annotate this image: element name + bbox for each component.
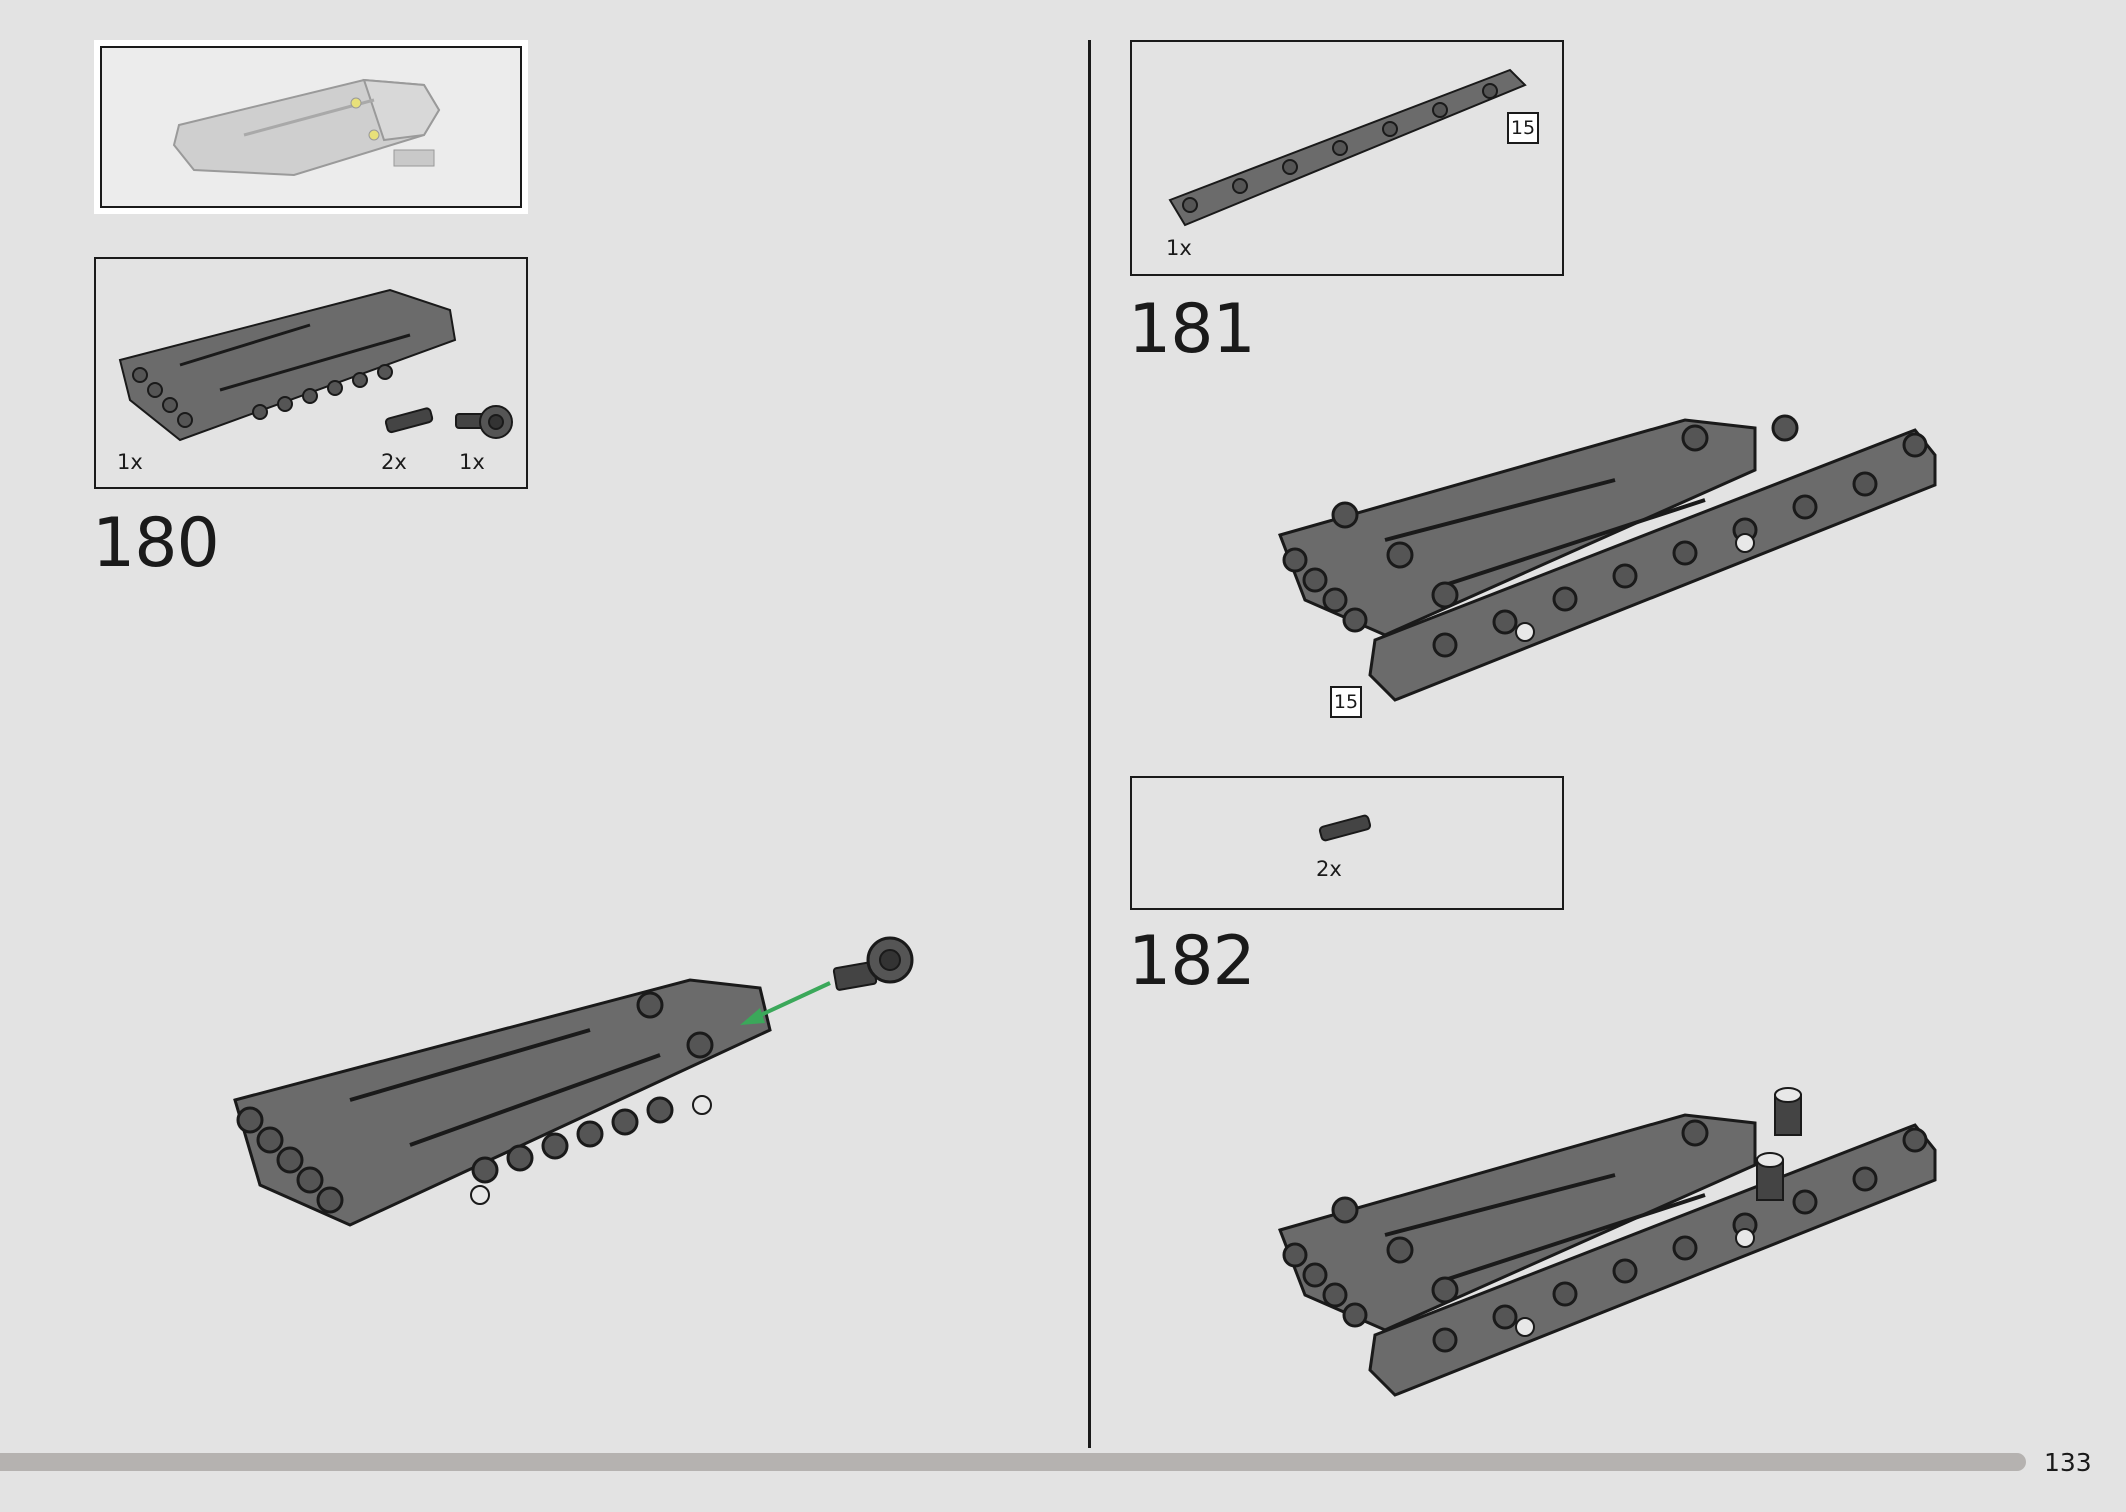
step-180-parts-box — [94, 257, 528, 489]
axle-connector-icon — [455, 405, 513, 439]
step-182-part-1-qty: 2x — [1316, 857, 1342, 881]
panel-part-icon — [118, 288, 457, 442]
overview-preview-frame — [94, 40, 528, 214]
step-181-part-1-qty: 1x — [1166, 236, 1192, 260]
step-180-part-1-qty: 1x — [117, 450, 143, 474]
step-181-parts-box — [1130, 40, 1564, 276]
step-180-part-2-qty: 2x — [381, 450, 407, 474]
step-182-assembly-illustration — [1278, 1087, 1937, 1397]
step-181-number: 181 — [1128, 290, 1256, 369]
beam-15-icon — [1168, 68, 1527, 227]
step-180-number: 180 — [92, 504, 220, 583]
step-180-part-3-qty: 1x — [459, 450, 485, 474]
step-181-length-badge: 15 — [1507, 112, 1539, 144]
page-divider — [1088, 40, 1091, 1448]
step-182-number: 182 — [1128, 922, 1256, 1001]
connector-pin-icon — [384, 407, 434, 434]
step-182-parts-box — [1130, 776, 1564, 910]
step-181-assembly-illustration — [1278, 414, 1937, 702]
step-180-assembly-illustration — [233, 936, 914, 1227]
overview-model-image — [172, 78, 441, 177]
page-number: 133 — [2044, 1448, 2092, 1477]
step-181-callout-badge: 15 — [1330, 686, 1362, 718]
progress-bar — [0, 1453, 2026, 1471]
connector-pin-icon — [1318, 814, 1372, 842]
